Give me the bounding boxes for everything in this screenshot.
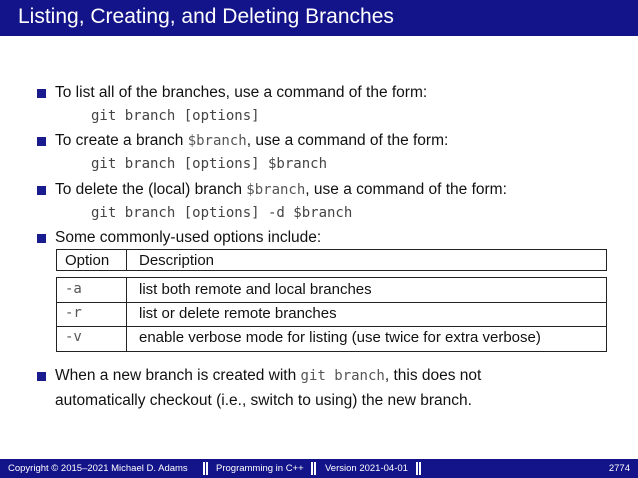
bullet-marker [37,372,46,381]
title-bar: Listing, Creating, and Deleting Branches [0,0,638,36]
header-option: Option [65,252,110,269]
footer-version: Version 2021-04-01 [325,463,408,474]
final-bullet-pre: When a new branch is created with [55,367,301,384]
row-divider [57,326,606,327]
footer-separator [203,462,208,475]
column-divider [126,278,127,351]
table-row-description: enable verbose mode for listing (use twi… [139,329,541,346]
footer-bar: Copyright © 2015–2021 Michael D. Adams P… [0,459,638,478]
bullet-marker [37,137,46,146]
footer-separator [311,462,316,475]
bullet-4-text: Some commonly-used options include: [55,229,322,246]
bullet-1-code: git branch [options] [91,108,260,124]
final-bullet-line-1: When a new branch is created with git br… [55,366,481,386]
bullet-3-pre: To delete the (local) branch [55,181,247,198]
options-table-header: Option Description [56,249,607,271]
footer-page-number: 2774 [608,463,630,474]
bullet-3-code: git branch [options] -d $branch [91,205,353,221]
table-row-description: list or delete remote branches [139,305,337,322]
final-bullet-post: , this does not [384,367,482,384]
bullet-2-code: git branch [options] $branch [91,156,328,172]
footer-course: Programming in C++ [216,463,304,474]
final-bullet-line-2: automatically checkout (i.e., switch to … [55,392,472,409]
column-divider [126,250,127,270]
bullet-3-post: , use a command of the form: [305,181,507,198]
footer-copyright: Copyright © 2015–2021 Michael D. Adams [8,463,188,474]
bullet-2-pre: To create a branch [55,132,188,149]
bullet-1-text: To list all of the branches, use a comma… [55,84,428,101]
bullet-marker [37,234,46,243]
bullet-3-text: To delete the (local) branch $branch, us… [55,180,507,200]
footer-separator [416,462,421,475]
bullet-marker [37,186,46,195]
header-description: Description [139,252,215,269]
table-row-option: -r [65,305,82,321]
bullet-2-post: , use a command of the form: [246,132,449,149]
bullet-3-mono: $branch [246,182,306,198]
bullet-marker [37,89,46,98]
table-row-option: -a [65,281,82,297]
bullet-2-mono: $branch [187,133,247,149]
table-row-description: list both remote and local branches [139,281,372,298]
table-row-option: -v [65,329,82,345]
options-table-body: -a list both remote and local branches -… [56,277,607,352]
bullet-2-text: To create a branch $branch, use a comman… [55,131,448,151]
final-bullet-mono: git branch [300,368,385,384]
row-divider [57,302,606,303]
slide-title: Listing, Creating, and Deleting Branches [18,5,394,28]
